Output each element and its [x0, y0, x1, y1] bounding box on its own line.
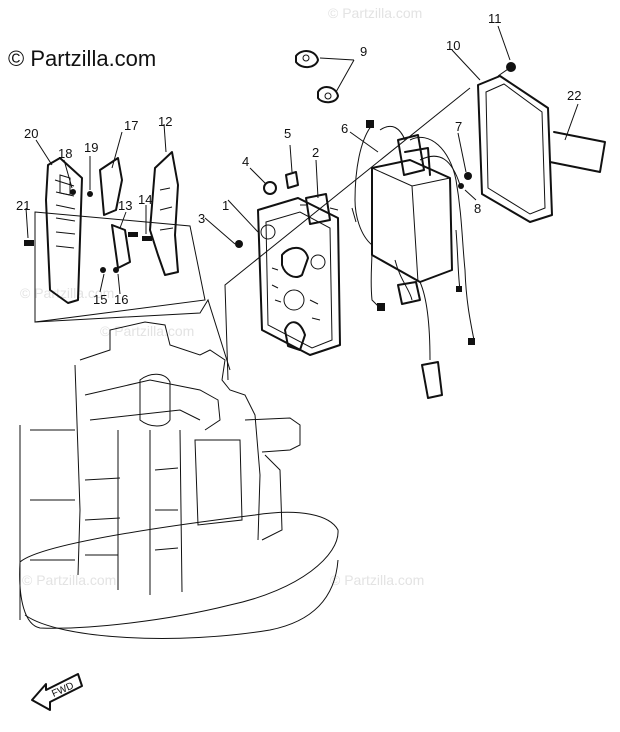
- cover-frame-part: [477, 62, 553, 223]
- leader-lines: [25, 25, 579, 381]
- callout-22: 22: [567, 88, 581, 103]
- main-plate-part: [257, 197, 341, 356]
- watermark: © Partzilla.com: [22, 572, 116, 588]
- callout-5: 5: [284, 126, 291, 141]
- callout-16: 16: [114, 292, 128, 307]
- callout-18: 18: [58, 146, 72, 161]
- control-unit-part: [354, 120, 475, 399]
- assembly-boundary: [34, 211, 206, 323]
- callout-2: 2: [312, 145, 319, 160]
- callout-10: 10: [446, 38, 460, 53]
- callout-14: 14: [138, 192, 152, 207]
- bracket-plate-part: [99, 151, 179, 276]
- callout-4: 4: [242, 154, 249, 169]
- callout-1: 1: [222, 198, 229, 213]
- watermark: © Partzilla.com: [20, 285, 114, 301]
- callout-9: 9: [360, 44, 367, 59]
- cover-plate-part: [45, 157, 83, 304]
- watermark: © Partzilla.com: [100, 323, 194, 339]
- callout-7: 7: [455, 119, 462, 134]
- gasket-strip-part: [549, 131, 606, 173]
- watermark: © Partzilla.com: [328, 5, 422, 21]
- callout-17: 17: [124, 118, 138, 133]
- callout-labels: 1 2 3 4 5 6 7 8 9 10 11 12 13 14 15 16 1…: [16, 11, 581, 307]
- forward-arrow-icon: FWD: [31, 673, 83, 711]
- copyright-text: © Partzilla.com: [8, 46, 156, 71]
- callout-13: 13: [118, 198, 132, 213]
- callout-11: 11: [488, 11, 502, 26]
- engine-block-outline: [19, 298, 339, 639]
- connector-components: [263, 171, 357, 225]
- callout-19: 19: [84, 140, 98, 155]
- clip-part: [295, 50, 339, 104]
- callout-6: 6: [341, 121, 348, 136]
- callout-8: 8: [474, 201, 481, 216]
- small-fasteners: [24, 189, 243, 273]
- callout-21: 21: [16, 198, 30, 213]
- direction-label: FWD: [50, 681, 75, 700]
- callout-15: 15: [93, 292, 107, 307]
- watermark-layer: © Partzilla.com © Partzilla.com © Partzi…: [20, 5, 424, 588]
- washer-fasteners: [458, 172, 472, 189]
- callout-20: 20: [24, 126, 38, 141]
- callout-3: 3: [198, 211, 205, 226]
- callout-12: 12: [158, 114, 172, 129]
- watermark: © Partzilla.com: [330, 572, 424, 588]
